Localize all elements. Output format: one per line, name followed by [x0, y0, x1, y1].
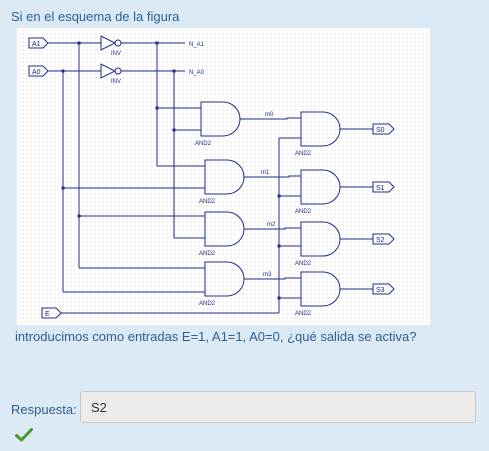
input-port-a0	[28, 65, 49, 77]
junction-dots	[61, 41, 281, 300]
label-inv-2: INV	[111, 79, 121, 85]
input-port-a1	[28, 37, 49, 49]
label-s2: S2	[376, 237, 385, 244]
label-a1: A1	[32, 41, 41, 48]
label-s0: S0	[376, 127, 385, 134]
and-gate-m0	[200, 101, 241, 137]
and-gate-s0	[300, 111, 341, 147]
label-and-m3: AND2	[199, 301, 216, 307]
and-gate-s1	[300, 169, 341, 205]
inverter-1-symbol	[100, 35, 117, 51]
inverter-2-symbol	[100, 63, 117, 79]
label-a0: A0	[32, 69, 41, 76]
label-and-s3: AND2	[295, 311, 312, 317]
label-m1: m1	[261, 170, 270, 176]
label-s3: S3	[376, 287, 385, 294]
answer-label: Respuesta:	[11, 402, 77, 417]
answer-input[interactable]	[80, 391, 476, 423]
and-gate-s3	[300, 271, 341, 307]
label-inv-1: INV	[111, 51, 121, 57]
output-port-s3	[372, 283, 395, 295]
circuit-schematic: A1 A0 E INV INV N_A1 N_A0 AND2 AND2 AND2…	[17, 28, 430, 325]
label-e: E	[45, 311, 50, 318]
label-m2: m2	[267, 222, 276, 228]
label-and-m2: AND2	[199, 251, 216, 257]
label-and-m0: AND2	[195, 141, 212, 147]
output-port-s0	[372, 123, 395, 135]
output-port-s1	[372, 181, 395, 193]
label-n-a1: N_A1	[189, 42, 205, 48]
and-gate-m3	[204, 261, 245, 297]
check-icon	[15, 428, 33, 442]
question-intro: Si en el esquema de la figura	[11, 9, 180, 24]
label-m0: m0	[265, 112, 274, 118]
output-port-s2	[372, 233, 395, 245]
label-m3: m3	[263, 272, 272, 278]
and-gate-m1	[204, 159, 245, 195]
label-and-s2: AND2	[295, 261, 312, 267]
input-port-e	[41, 307, 62, 319]
label-s1: S1	[376, 185, 385, 192]
question-continuation: introducimos como entradas E=1, A1=1, A0…	[15, 329, 417, 344]
label-and-s1: AND2	[295, 209, 312, 215]
and-gate-s2	[300, 221, 341, 257]
label-and-m1: AND2	[199, 199, 216, 205]
and-gate-m2	[204, 211, 245, 247]
label-and-s0: AND2	[295, 151, 312, 157]
label-n-a0: N_A0	[189, 70, 205, 76]
